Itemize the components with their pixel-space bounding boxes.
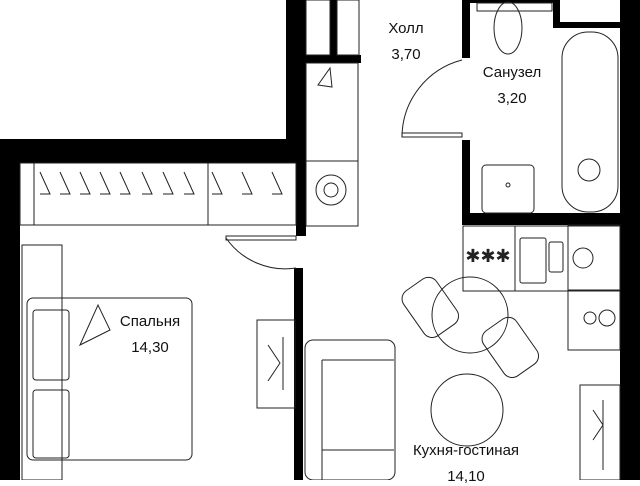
- room-label-hall: Холл 3,70: [388, 20, 423, 64]
- washing-machine: [305, 160, 359, 227]
- dining-table: [431, 276, 509, 354]
- wardrobe: [19, 162, 297, 226]
- room-name: Спальня: [119, 313, 181, 330]
- stove-icon: ✱✱✱: [465, 246, 510, 266]
- hanger-icons: [39, 171, 283, 195]
- wall: [330, 0, 337, 55]
- room-area: 14,10: [447, 468, 485, 485]
- wall: [620, 0, 640, 480]
- bathroom-door-swing: [401, 59, 463, 138]
- chair-icon: [481, 316, 540, 378]
- wall: [470, 0, 553, 3]
- wall: [0, 139, 20, 480]
- chair-icon: [401, 276, 460, 338]
- wall: [462, 140, 470, 225]
- wall: [553, 22, 640, 28]
- hall-cabinet: [305, 62, 359, 162]
- toilet-icon: [493, 1, 523, 55]
- room-area: 3,20: [497, 90, 527, 107]
- wall: [0, 139, 306, 163]
- room-area: 14,30: [131, 339, 169, 356]
- hanger-icon: [317, 66, 333, 88]
- tv-stand: [256, 319, 296, 409]
- room-name: Холл: [388, 20, 424, 37]
- room-label-kitchen-living: Кухня-гостиная 14,10: [413, 442, 519, 486]
- kitchen-appliances: [567, 224, 621, 351]
- room-label-bedroom: Спальня 14,30: [120, 313, 180, 357]
- kitchen-sink-icon: [519, 237, 547, 284]
- wall: [462, 213, 640, 225]
- wall: [294, 268, 303, 480]
- washing-machine-drum-icon: [315, 174, 347, 206]
- bathtub-icon: [561, 31, 619, 213]
- room-name: Кухня-гостиная: [412, 442, 520, 459]
- bedroom-door-swing: [225, 237, 297, 270]
- room-area: 3,70: [391, 46, 421, 63]
- sofa-icon: [304, 339, 396, 480]
- bed-icon: [26, 297, 193, 461]
- cabinet: [579, 384, 621, 480]
- wall: [553, 0, 560, 28]
- wall: [286, 0, 306, 162]
- wall: [462, 0, 470, 58]
- wall: [296, 150, 306, 236]
- room-name: Санузел: [482, 64, 542, 81]
- wall: [306, 55, 361, 63]
- coffee-table: [430, 373, 504, 447]
- room-label-bathroom: Санузел 3,20: [483, 64, 541, 108]
- sink-icon: [481, 164, 535, 214]
